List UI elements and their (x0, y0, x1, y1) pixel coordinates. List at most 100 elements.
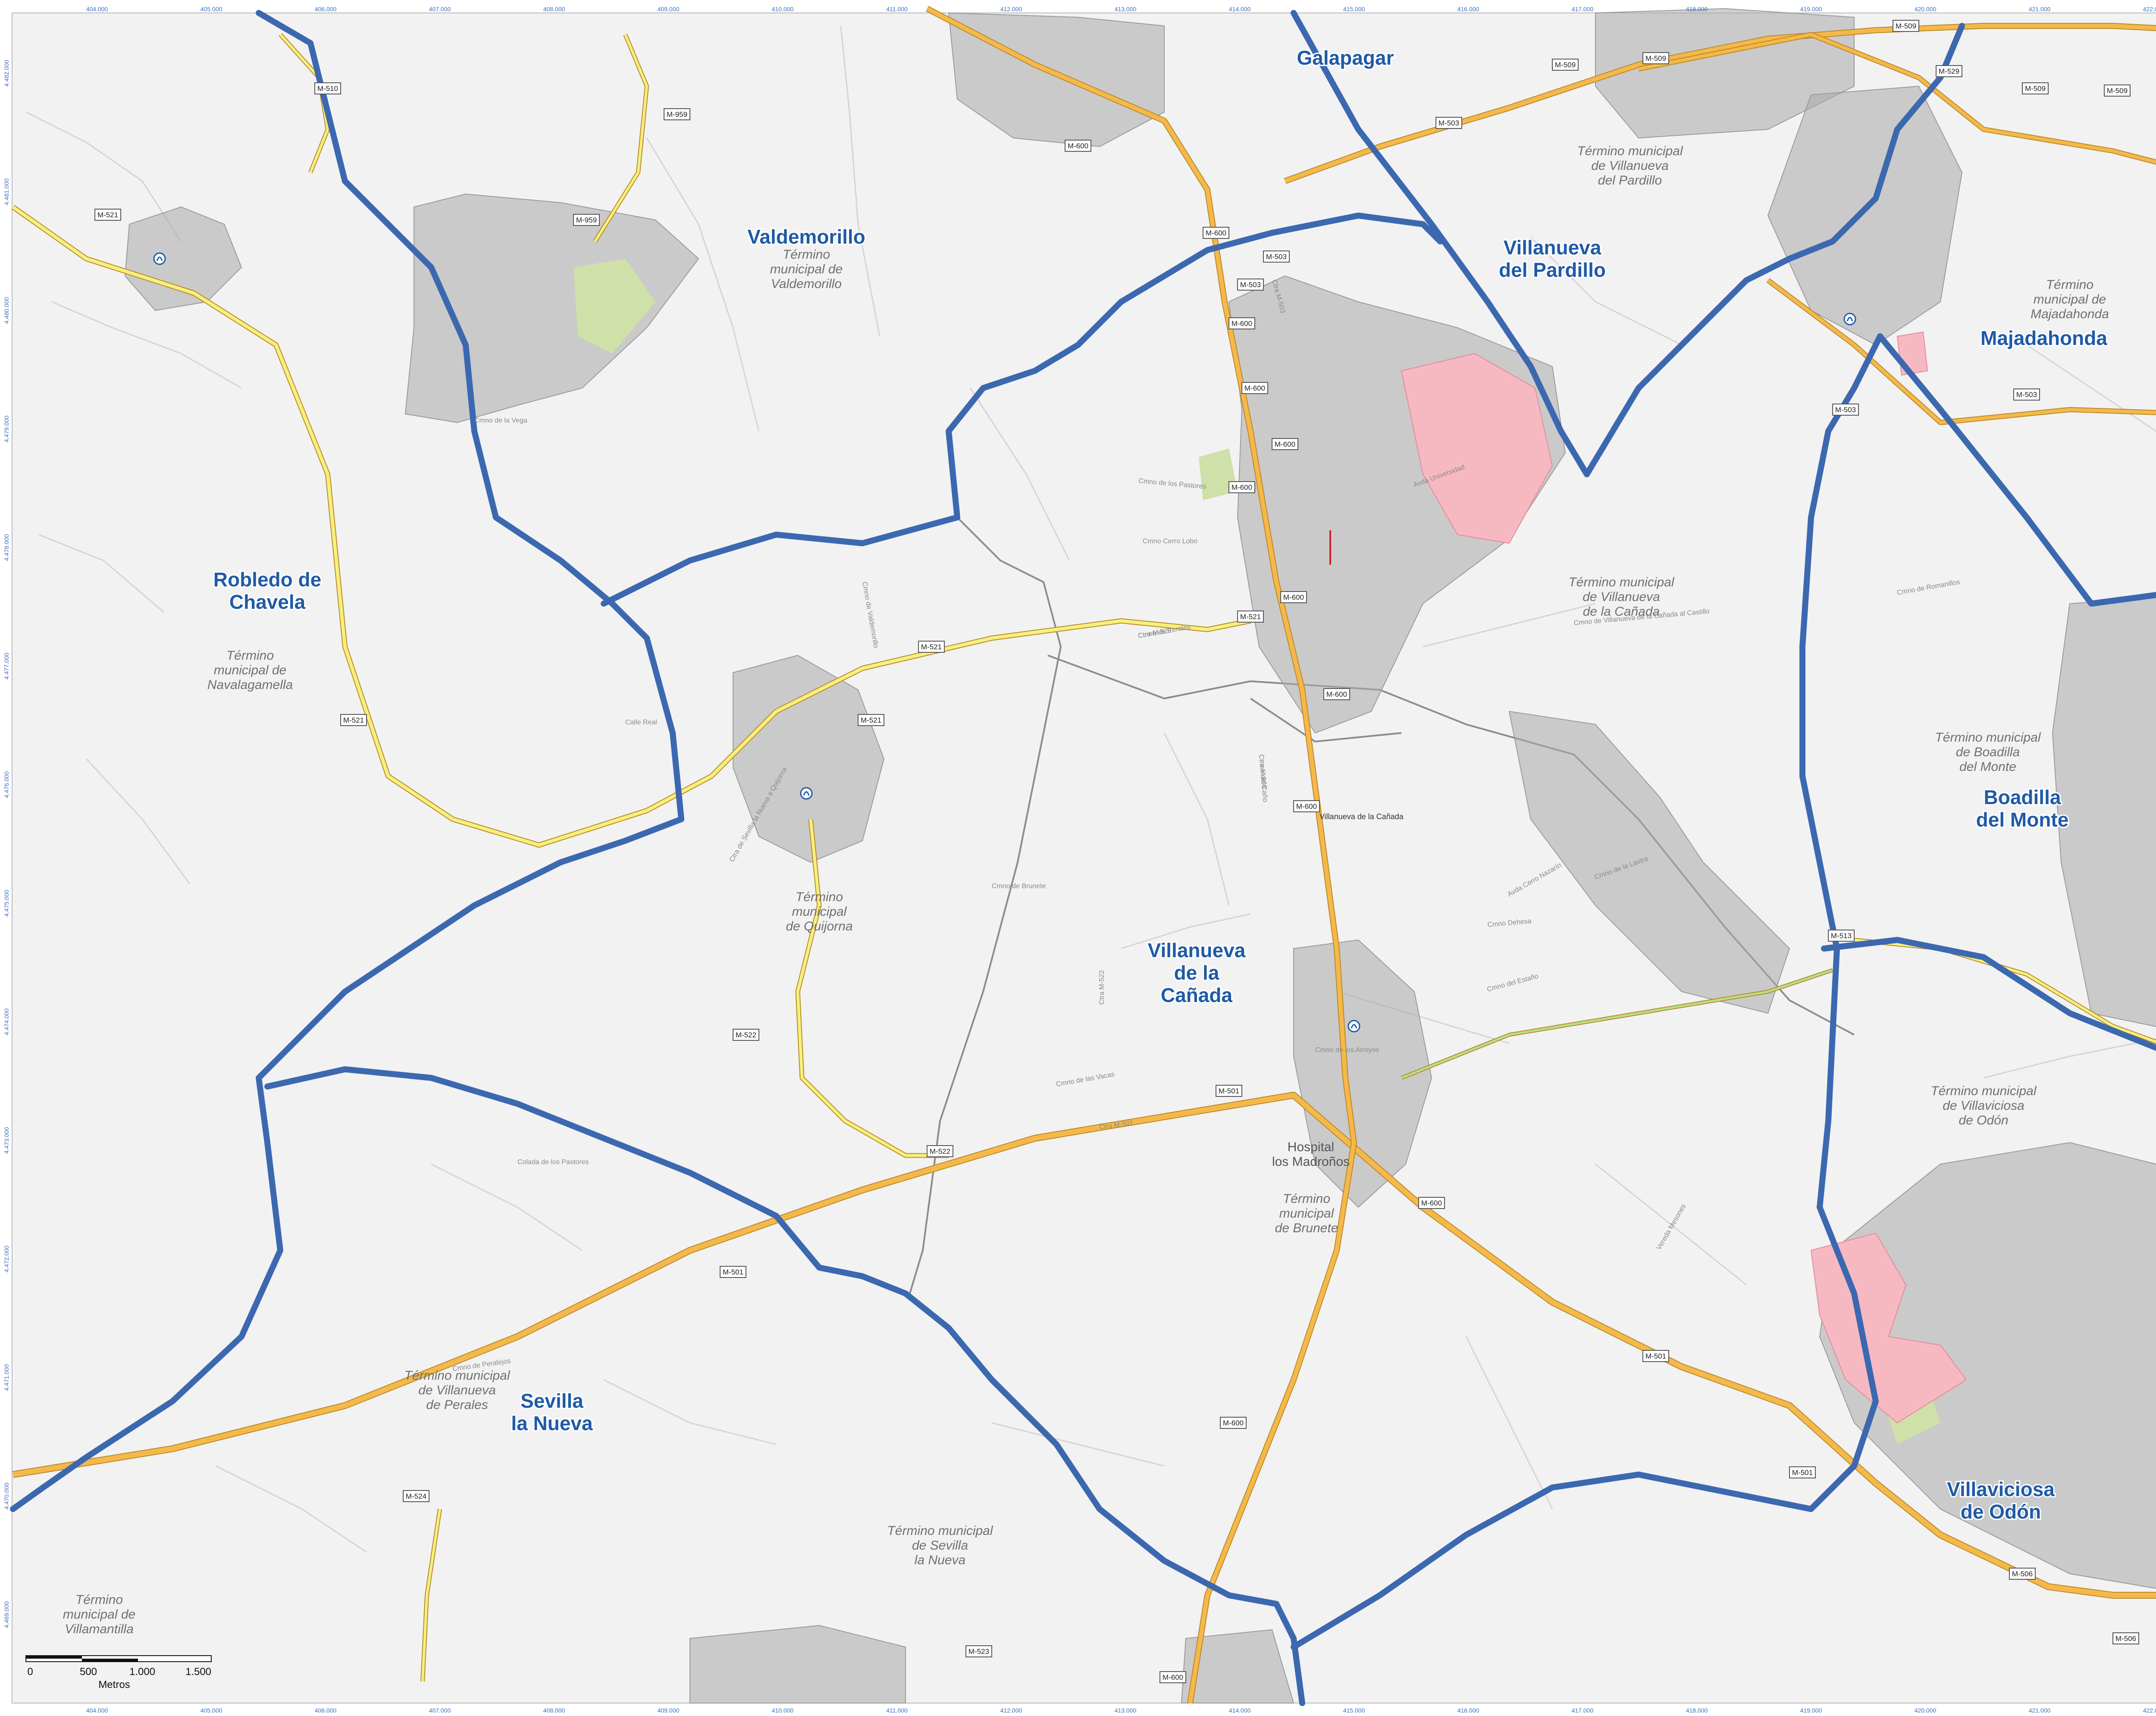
easting-tick-bottom: 407.000 (429, 1707, 451, 1714)
municipality-label-galapagar: Galapagar (1297, 47, 1394, 69)
road-shield-m-600: M-600 (1241, 382, 1268, 394)
svg-text:M-501: M-501 (723, 1268, 743, 1276)
svg-text:M-503: M-503 (2016, 391, 2037, 399)
road-shield-m-501: M-501 (720, 1266, 746, 1278)
road-m959 (594, 34, 648, 242)
road-shield-m-501: M-501 (1789, 1466, 1816, 1478)
northing-tick: 4.469.000 (3, 1601, 10, 1628)
road-shield-m-600: M-600 (1065, 140, 1091, 152)
road-m600 (926, 6, 1356, 1703)
easting-tick-top: 412.000 (1000, 6, 1022, 13)
northing-tick: 4.470.000 (3, 1483, 10, 1509)
svg-text:M-600: M-600 (1421, 1199, 1442, 1207)
street-line (1465, 1336, 1553, 1509)
easting-tick-bottom: 404.000 (86, 1707, 108, 1714)
urban-canada-south (1293, 939, 1432, 1208)
road-shield-m-600: M-600 (1280, 591, 1307, 603)
road-m501 (13, 1093, 2156, 1598)
boundary-brunete-villaviciosa (1291, 333, 1883, 1650)
northing-tick: 4.482.000 (3, 60, 10, 87)
northing-tick: 4.478.000 (3, 534, 10, 561)
easting-tick-top: 413.000 (1115, 6, 1137, 13)
svg-text:M-509: M-509 (2025, 85, 2046, 93)
road-shield-m-600: M-600 (1203, 227, 1229, 239)
road-m524 (421, 1509, 441, 1682)
northing-tick: 4.473.000 (3, 1127, 10, 1154)
municipality-label-valdemorillo: Valdemorillo (747, 225, 865, 248)
road-shield-m-509: M-509 (1552, 59, 1579, 71)
street-line (991, 1422, 1165, 1467)
street-line (25, 111, 182, 242)
easting-tick-top: 404.000 (86, 6, 108, 13)
scale-tick-label: 1.500 (185, 1666, 211, 1678)
easting-tick-bottom: 412.000 (1000, 1707, 1022, 1714)
svg-text:M-510: M-510 (317, 85, 338, 93)
road-m522 (796, 819, 949, 1157)
street-label: Cmno de Brunete (992, 883, 1046, 890)
northing-tick: 4.477.000 (3, 653, 10, 680)
street-line (38, 534, 164, 613)
road-shield-m-529: M-529 (1936, 65, 1962, 77)
easting-tick-bottom: 411.000 (886, 1707, 908, 1714)
boundary-majadahonda-boadilla (1877, 333, 2156, 607)
svg-text:M-523: M-523 (968, 1647, 989, 1656)
urban-villaviciosa (1819, 1142, 2156, 1589)
scale-bar-seg (26, 1656, 82, 1659)
urban-robledo (124, 206, 242, 311)
road-shield-m-959: M-959 (573, 214, 600, 226)
road-shield-m-521: M-521 (1237, 611, 1264, 623)
easting-tick-top: 421.000 (2029, 6, 2051, 13)
street-label: Ctra M-600 (1257, 754, 1268, 789)
road-shield-m-521: M-521 (858, 714, 884, 726)
northing-tick: 4.475.000 (3, 890, 10, 917)
street-line (51, 301, 242, 389)
svg-text:M-600: M-600 (1283, 593, 1304, 601)
road-shield-m-600: M-600 (1228, 317, 1255, 329)
road-shield-m-522: M-522 (733, 1029, 759, 1041)
svg-text:M-522: M-522 (930, 1147, 950, 1155)
svg-text:M-521: M-521 (97, 211, 118, 219)
easting-tick-top: 408.000 (543, 6, 565, 13)
boundary-galapagar-pardillo (1291, 10, 1590, 477)
local-boundary (1250, 698, 1402, 743)
urban-majadahonda (1767, 85, 1963, 346)
svg-text:M-501: M-501 (1792, 1469, 1813, 1477)
street-line (2026, 344, 2156, 432)
center-label: Villanueva de la Cañada (1319, 812, 1404, 821)
street-label: Cmno de la Vega (474, 417, 527, 424)
svg-text:M-509: M-509 (1645, 54, 1666, 63)
road-shield-m-503: M-503 (1832, 404, 1859, 416)
road-shield-m-521: M-521 (918, 641, 945, 653)
road-shield-m-509: M-509 (1642, 52, 1669, 64)
easting-tick-top: 406.000 (315, 6, 337, 13)
boundary-pardillo-majadahonda (1584, 23, 1965, 477)
boundary-quijorna-west (10, 816, 684, 1512)
boundary-boadilla-villaviciosa (1821, 937, 2156, 1051)
road-shield-m-506: M-506 (2112, 1632, 2139, 1644)
map-frame (12, 13, 2156, 1703)
road-shield-m-521: M-521 (340, 714, 367, 726)
boundary-quijorna-sevilla (264, 1066, 1305, 1706)
road-shield-m-509: M-509 (2022, 82, 2049, 94)
scale-unit: Metros (98, 1679, 130, 1691)
easting-tick-bottom: 416.000 (1457, 1707, 1479, 1714)
road-shield-m-600: M-600 (1323, 688, 1350, 700)
street-line (431, 1163, 583, 1251)
street-line (840, 25, 881, 337)
road-shield-m-501: M-501 (1642, 1350, 1669, 1362)
svg-text:M-503: M-503 (1240, 281, 1261, 289)
street-line (969, 388, 1070, 561)
svg-text:M-600: M-600 (1275, 440, 1295, 448)
local-boundary (909, 517, 1062, 1294)
road-m503-south (1767, 279, 2156, 424)
